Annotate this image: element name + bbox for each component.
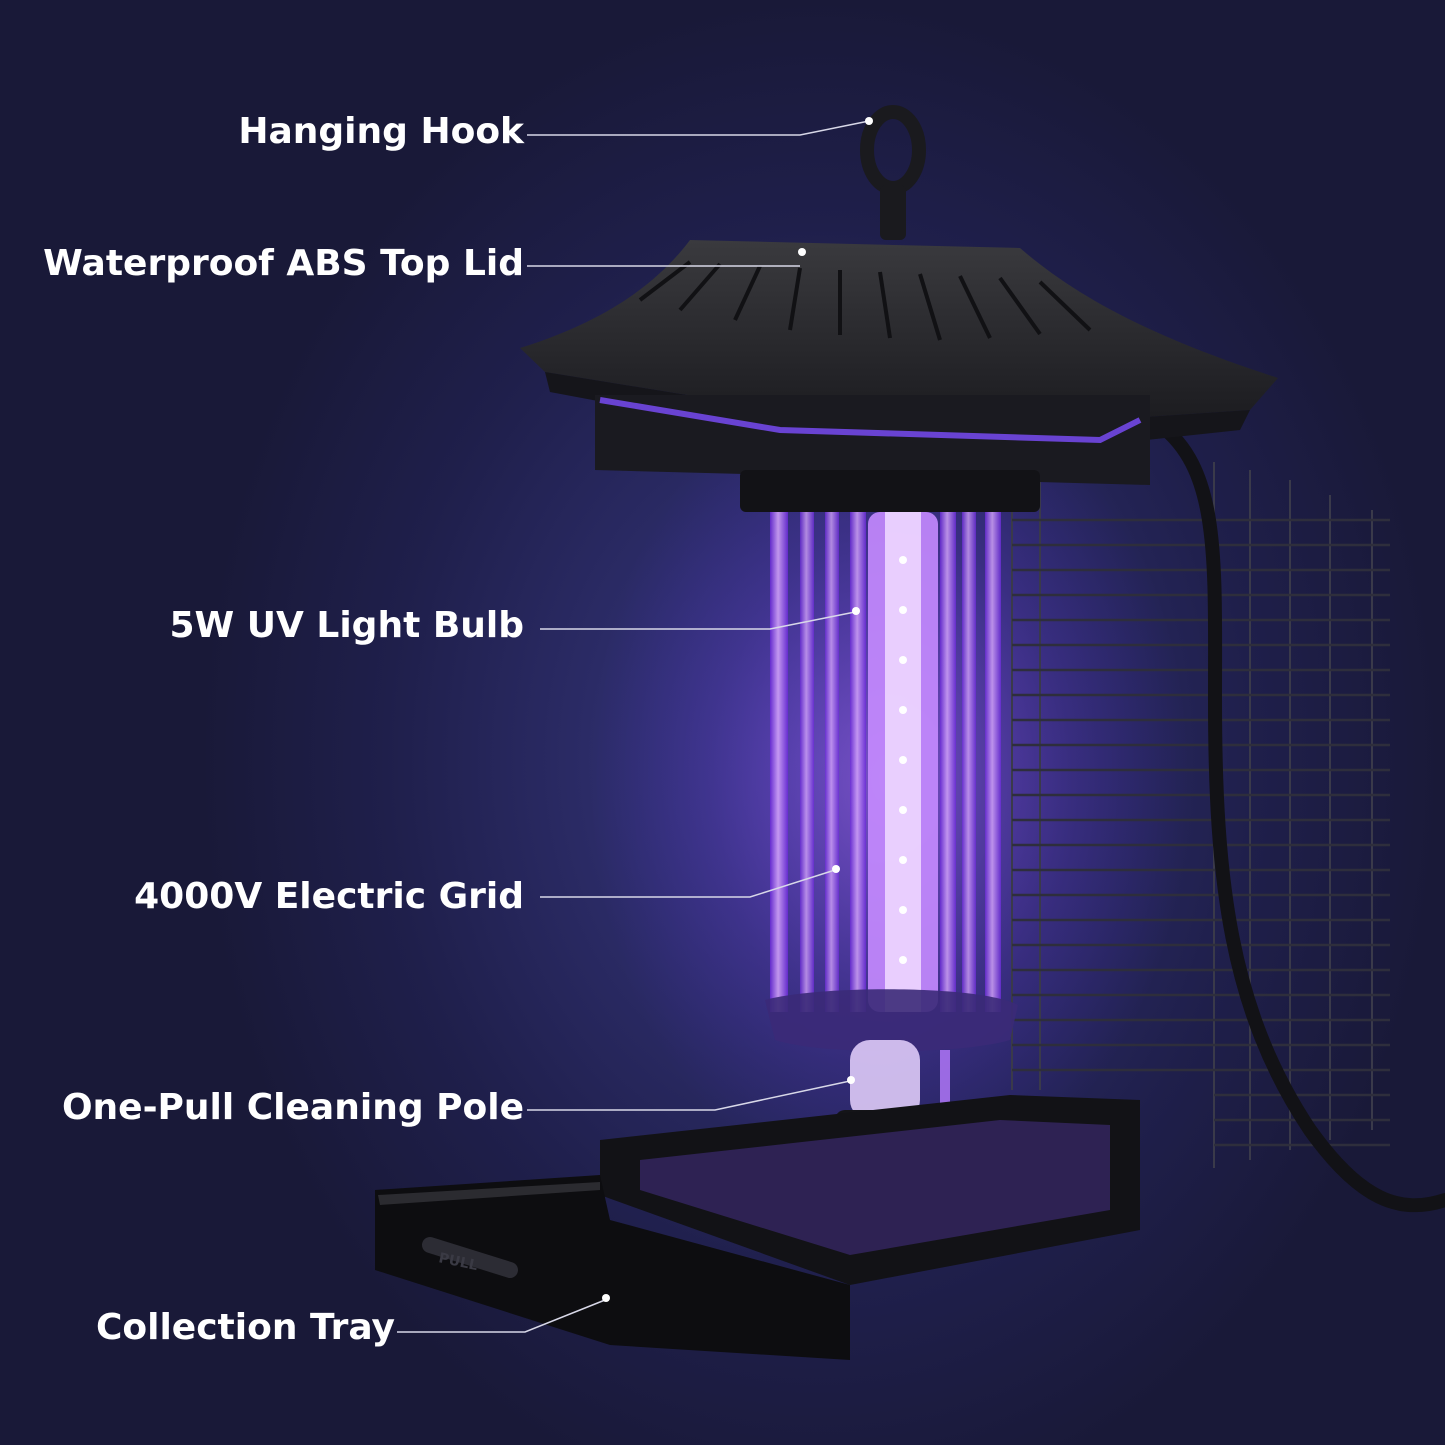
leader-dots	[602, 117, 873, 1302]
callout-uv-bulb: 5W UV Light Bulb	[169, 605, 524, 646]
callout-hanging-hook: Hanging Hook	[238, 111, 524, 152]
electric-grid	[770, 512, 1001, 1012]
callout-top-lid: Waterproof ABS Top Lid	[43, 243, 524, 284]
callout-cleaning-pole: One-Pull Cleaning Pole	[61, 1087, 524, 1128]
outer-grid-rungs	[1012, 518, 1390, 1147]
callout-electric-grid: 4000V Electric Grid	[134, 876, 524, 917]
base-tray	[600, 1095, 1140, 1285]
callout-collection-tray: Collection Tray	[95, 1307, 395, 1348]
power-cord	[1153, 418, 1445, 1213]
collection-tray	[375, 1175, 850, 1360]
uv-bulb	[868, 512, 938, 1012]
hanging-hook	[860, 105, 926, 240]
top-lid	[520, 240, 1278, 512]
grid-lower-ring	[765, 989, 1018, 1052]
leader-lines	[397, 120, 870, 1333]
